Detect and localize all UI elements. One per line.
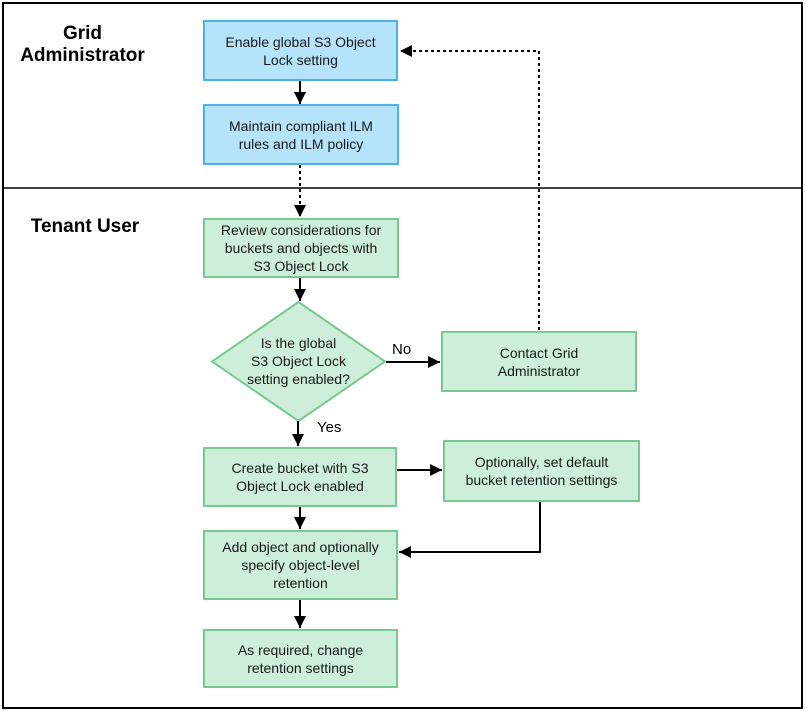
edge-label-yes: Yes xyxy=(317,419,342,436)
node-change-retention-settings: As required, change retention settings xyxy=(203,629,398,688)
node-add-object: Add object and optionally specify object… xyxy=(203,530,398,600)
lane-label-tenant-user: Tenant User xyxy=(30,216,140,237)
node-enable-global-s3-object-lock: Enable global S3 Object Lock setting xyxy=(203,20,398,81)
edge-label-no: No xyxy=(392,341,412,358)
node-review-considerations: Review considerations for buckets and ob… xyxy=(203,218,399,278)
node-contact-grid-administrator: Contact Grid Administrator xyxy=(441,331,637,392)
node-maintain-compliant-ilm: Maintain compliant ILM rules and ILM pol… xyxy=(203,104,399,165)
connector-contact-to-enable xyxy=(400,45,540,330)
lane-label-grid-administrator: Grid Administrator xyxy=(20,23,145,66)
node-create-bucket: Create bucket with S3 Object Lock enable… xyxy=(203,447,397,507)
decision-is-global-setting-enabled: Is the global S3 Object Lock setting ena… xyxy=(247,335,350,387)
node-set-default-bucket-retention: Optionally, set default bucket retention… xyxy=(443,440,640,502)
connector-retention-to-add xyxy=(399,502,541,558)
